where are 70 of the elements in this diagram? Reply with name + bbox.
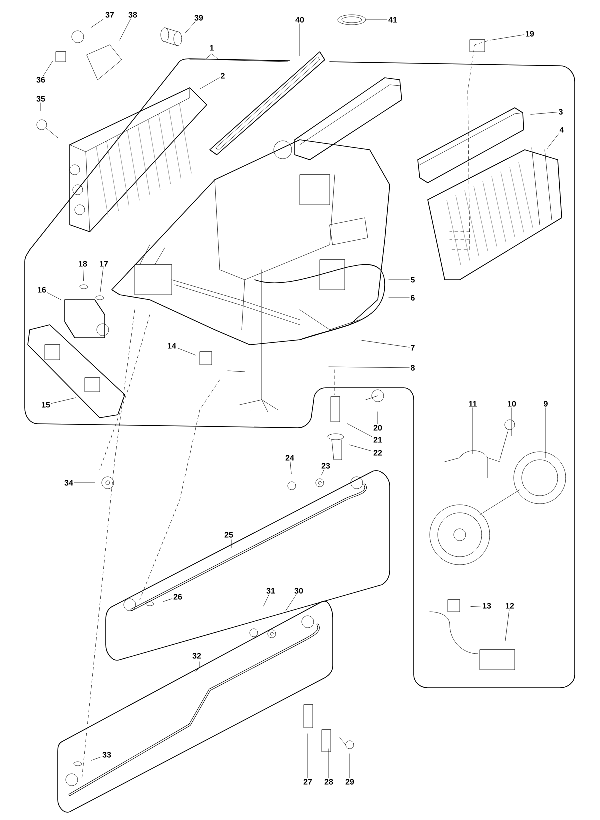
callout-number: 7 — [411, 345, 415, 351]
callout-number: 37 — [106, 12, 114, 18]
leader-line — [92, 756, 102, 761]
callout-number: 24 — [286, 455, 294, 461]
callout-number: 38 — [128, 12, 138, 18]
leader-line — [490, 34, 525, 41]
leader-line — [328, 748, 330, 778]
callout-number: 18 — [79, 261, 88, 267]
callout-number: 32 — [192, 653, 202, 659]
leader-line — [185, 22, 196, 34]
leader-line — [51, 398, 76, 404]
leader-line — [290, 462, 292, 474]
callout-number: 35 — [36, 96, 46, 102]
leader-line — [470, 606, 482, 607]
leader-line — [200, 78, 220, 90]
leader-line — [362, 340, 410, 348]
callout-number: 2 — [221, 73, 225, 79]
leader-line — [164, 598, 173, 602]
leader-line — [91, 18, 105, 28]
leader-line — [120, 18, 132, 41]
callout-number: 27 — [304, 779, 312, 785]
leader-line — [472, 408, 474, 454]
callout-number: 23 — [322, 463, 330, 469]
callout-number: 8 — [411, 365, 415, 371]
callout-number: 40 — [296, 17, 304, 23]
callout-number: 9 — [544, 401, 548, 407]
callout-number: 22 — [374, 450, 382, 456]
callout-number: 10 — [508, 401, 516, 407]
callout-number: 12 — [506, 603, 514, 609]
leader-line — [177, 348, 196, 356]
callout-number: 16 — [38, 287, 46, 293]
callout-number: 33 — [102, 752, 112, 758]
callout-number: 15 — [42, 402, 50, 408]
callout-number: 28 — [324, 779, 334, 785]
leader-line — [43, 61, 54, 76]
leader-line — [547, 134, 560, 150]
callout-number: 31 — [266, 588, 276, 594]
callout-number: 17 — [100, 261, 108, 267]
leader-line — [100, 268, 104, 292]
callout-number: 30 — [294, 588, 304, 594]
callout-number: 36 — [36, 77, 46, 83]
leader-line — [347, 424, 373, 438]
leader-line — [264, 594, 270, 607]
leader-line — [321, 470, 324, 476]
callout-number: 1 — [210, 45, 214, 51]
leader-line — [530, 112, 558, 115]
callout-number: 39 — [194, 15, 204, 21]
leader-line — [40, 102, 42, 112]
callout-number: 6 — [411, 295, 415, 301]
callout-number: 34 — [64, 480, 74, 486]
callout-number: 29 — [346, 779, 354, 785]
leader-line — [328, 366, 410, 368]
callout-number: 21 — [374, 437, 382, 443]
callout-number: 5 — [411, 277, 415, 283]
callout-number: 13 — [483, 603, 492, 609]
callout-number: 19 — [526, 31, 534, 37]
callout-number: 26 — [174, 594, 182, 600]
callout-number: 41 — [388, 17, 398, 23]
leader-line — [286, 594, 297, 611]
leader-line — [83, 268, 84, 282]
callout-number: 20 — [374, 425, 382, 431]
leader-line — [47, 292, 62, 300]
callout-number: 11 — [469, 401, 477, 407]
callout-number: 3 — [558, 109, 563, 115]
callout-number: 14 — [168, 343, 176, 349]
leader-line — [350, 444, 373, 452]
leader-line — [74, 482, 96, 484]
leader-line — [505, 610, 510, 642]
callout-number: 25 — [224, 532, 234, 538]
callout-number: 4 — [560, 127, 564, 133]
